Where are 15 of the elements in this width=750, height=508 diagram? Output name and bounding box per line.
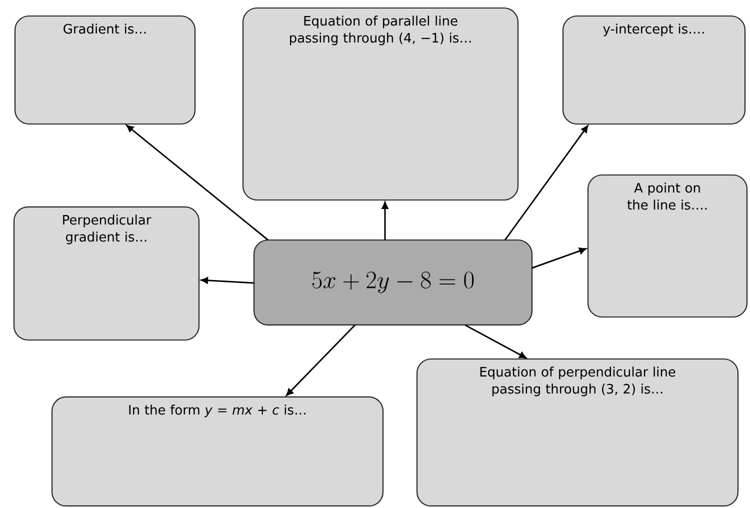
arrow: [286, 324, 356, 396]
answer-box: Equation of parallel line passing through (4, −1) is…: [242, 7, 519, 201]
arrow: [504, 125, 588, 240]
arrow: [126, 124, 268, 241]
answer-box: A point on the line is….: [587, 174, 748, 318]
arrow: [200, 277, 254, 284]
equation-box: $5x + 2y - 8 = 0$: [253, 239, 533, 326]
answer-box: y-intercept is….: [562, 15, 746, 125]
arrow: [532, 248, 586, 269]
answer-box: Gradient is…: [14, 15, 196, 125]
answer-box: Perpendicular gradient is…: [13, 206, 200, 341]
answer-box: Equation of perpendicular line passing through (3, 2) is…: [416, 358, 739, 507]
arrow: [382, 202, 388, 240]
answer-box: In the form y = mx + c is…: [51, 396, 384, 507]
arrow: [464, 324, 526, 358]
